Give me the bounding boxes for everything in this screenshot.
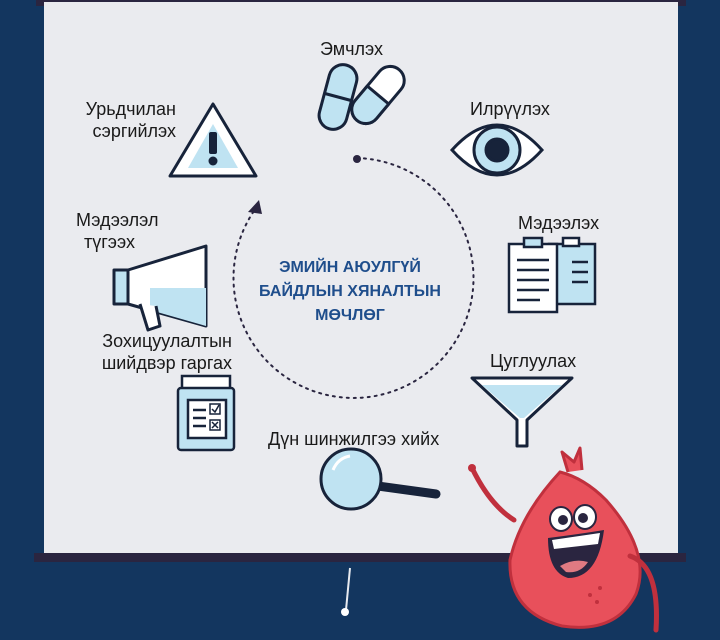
label-line: Зохицуулалтын bbox=[102, 331, 232, 351]
screen-pull-cord bbox=[345, 567, 351, 611]
cycle-start-dot bbox=[353, 155, 361, 163]
step-label-report: Мэдээлэх bbox=[518, 213, 600, 233]
cycle-title-line: МӨЧЛӨГ bbox=[315, 307, 385, 324]
documents-icon bbox=[507, 236, 597, 314]
funnel-icon bbox=[470, 376, 574, 448]
cycle-title-line: ЭМИЙН АЮУЛГҮЙ bbox=[279, 259, 421, 276]
step-label-prevent: Урьдчилан сэргийлэх bbox=[70, 98, 176, 142]
step-label-analyze: Дүн шинжилгээ хийх bbox=[268, 429, 440, 449]
step-label-detect: Илрүүлэх bbox=[470, 99, 550, 119]
cycle-title-line: БАЙДЛЫН ХЯНАЛТЫН bbox=[259, 283, 441, 300]
cycle-arrowhead bbox=[248, 200, 262, 214]
mascot-character bbox=[468, 446, 659, 633]
cycle-dotted-circle bbox=[232, 157, 475, 399]
step-label-disseminate: Мэдээлэл түгээх bbox=[76, 209, 158, 253]
warning-icon bbox=[168, 102, 258, 178]
megaphone-icon bbox=[112, 244, 208, 332]
screen-bottom-bar bbox=[34, 553, 686, 562]
pull-cord-handle bbox=[341, 608, 349, 616]
checklist-jar-icon bbox=[176, 374, 236, 452]
step-label-regulatory-decision: Зохицуулалтын шийдвэр гаргах bbox=[84, 330, 232, 374]
cycle-title: ЭМИЙН АЮУЛГҮЙ БАЙДЛЫН ХЯНАЛТЫН МӨЧЛӨГ bbox=[250, 256, 450, 328]
label-line: Мэдээлэл bbox=[76, 210, 159, 230]
eye-icon bbox=[449, 123, 545, 177]
label-line: шийдвэр гаргах bbox=[101, 353, 232, 373]
label-line: Урьдчилан bbox=[85, 99, 176, 119]
label-line: түгээх bbox=[84, 232, 135, 252]
magnifier-icon bbox=[319, 447, 441, 511]
label-line: сэргийлэх bbox=[92, 121, 176, 141]
step-label-treat: Эмчлэх bbox=[320, 39, 383, 59]
pills-icon bbox=[317, 63, 406, 131]
step-label-collect: Цуглуулах bbox=[490, 351, 577, 371]
